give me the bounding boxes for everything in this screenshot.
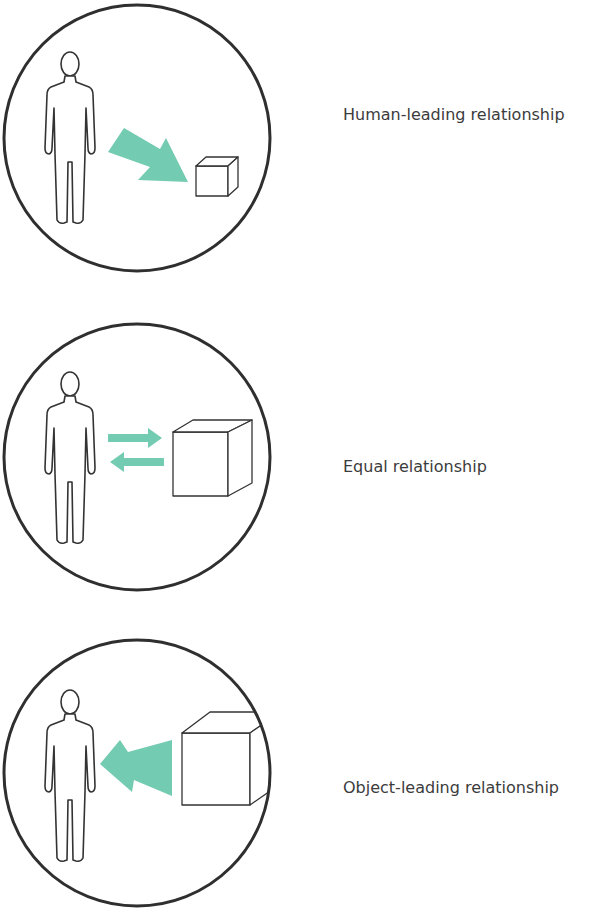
relationship-label: Object-leading relationship bbox=[343, 778, 559, 798]
relationship-label: Equal relationship bbox=[343, 457, 487, 477]
human-leading-panel bbox=[4, 5, 270, 271]
object-leading-panel bbox=[4, 640, 280, 906]
relationship-label: Human-leading relationship bbox=[343, 105, 565, 125]
equal-panel bbox=[4, 324, 270, 590]
